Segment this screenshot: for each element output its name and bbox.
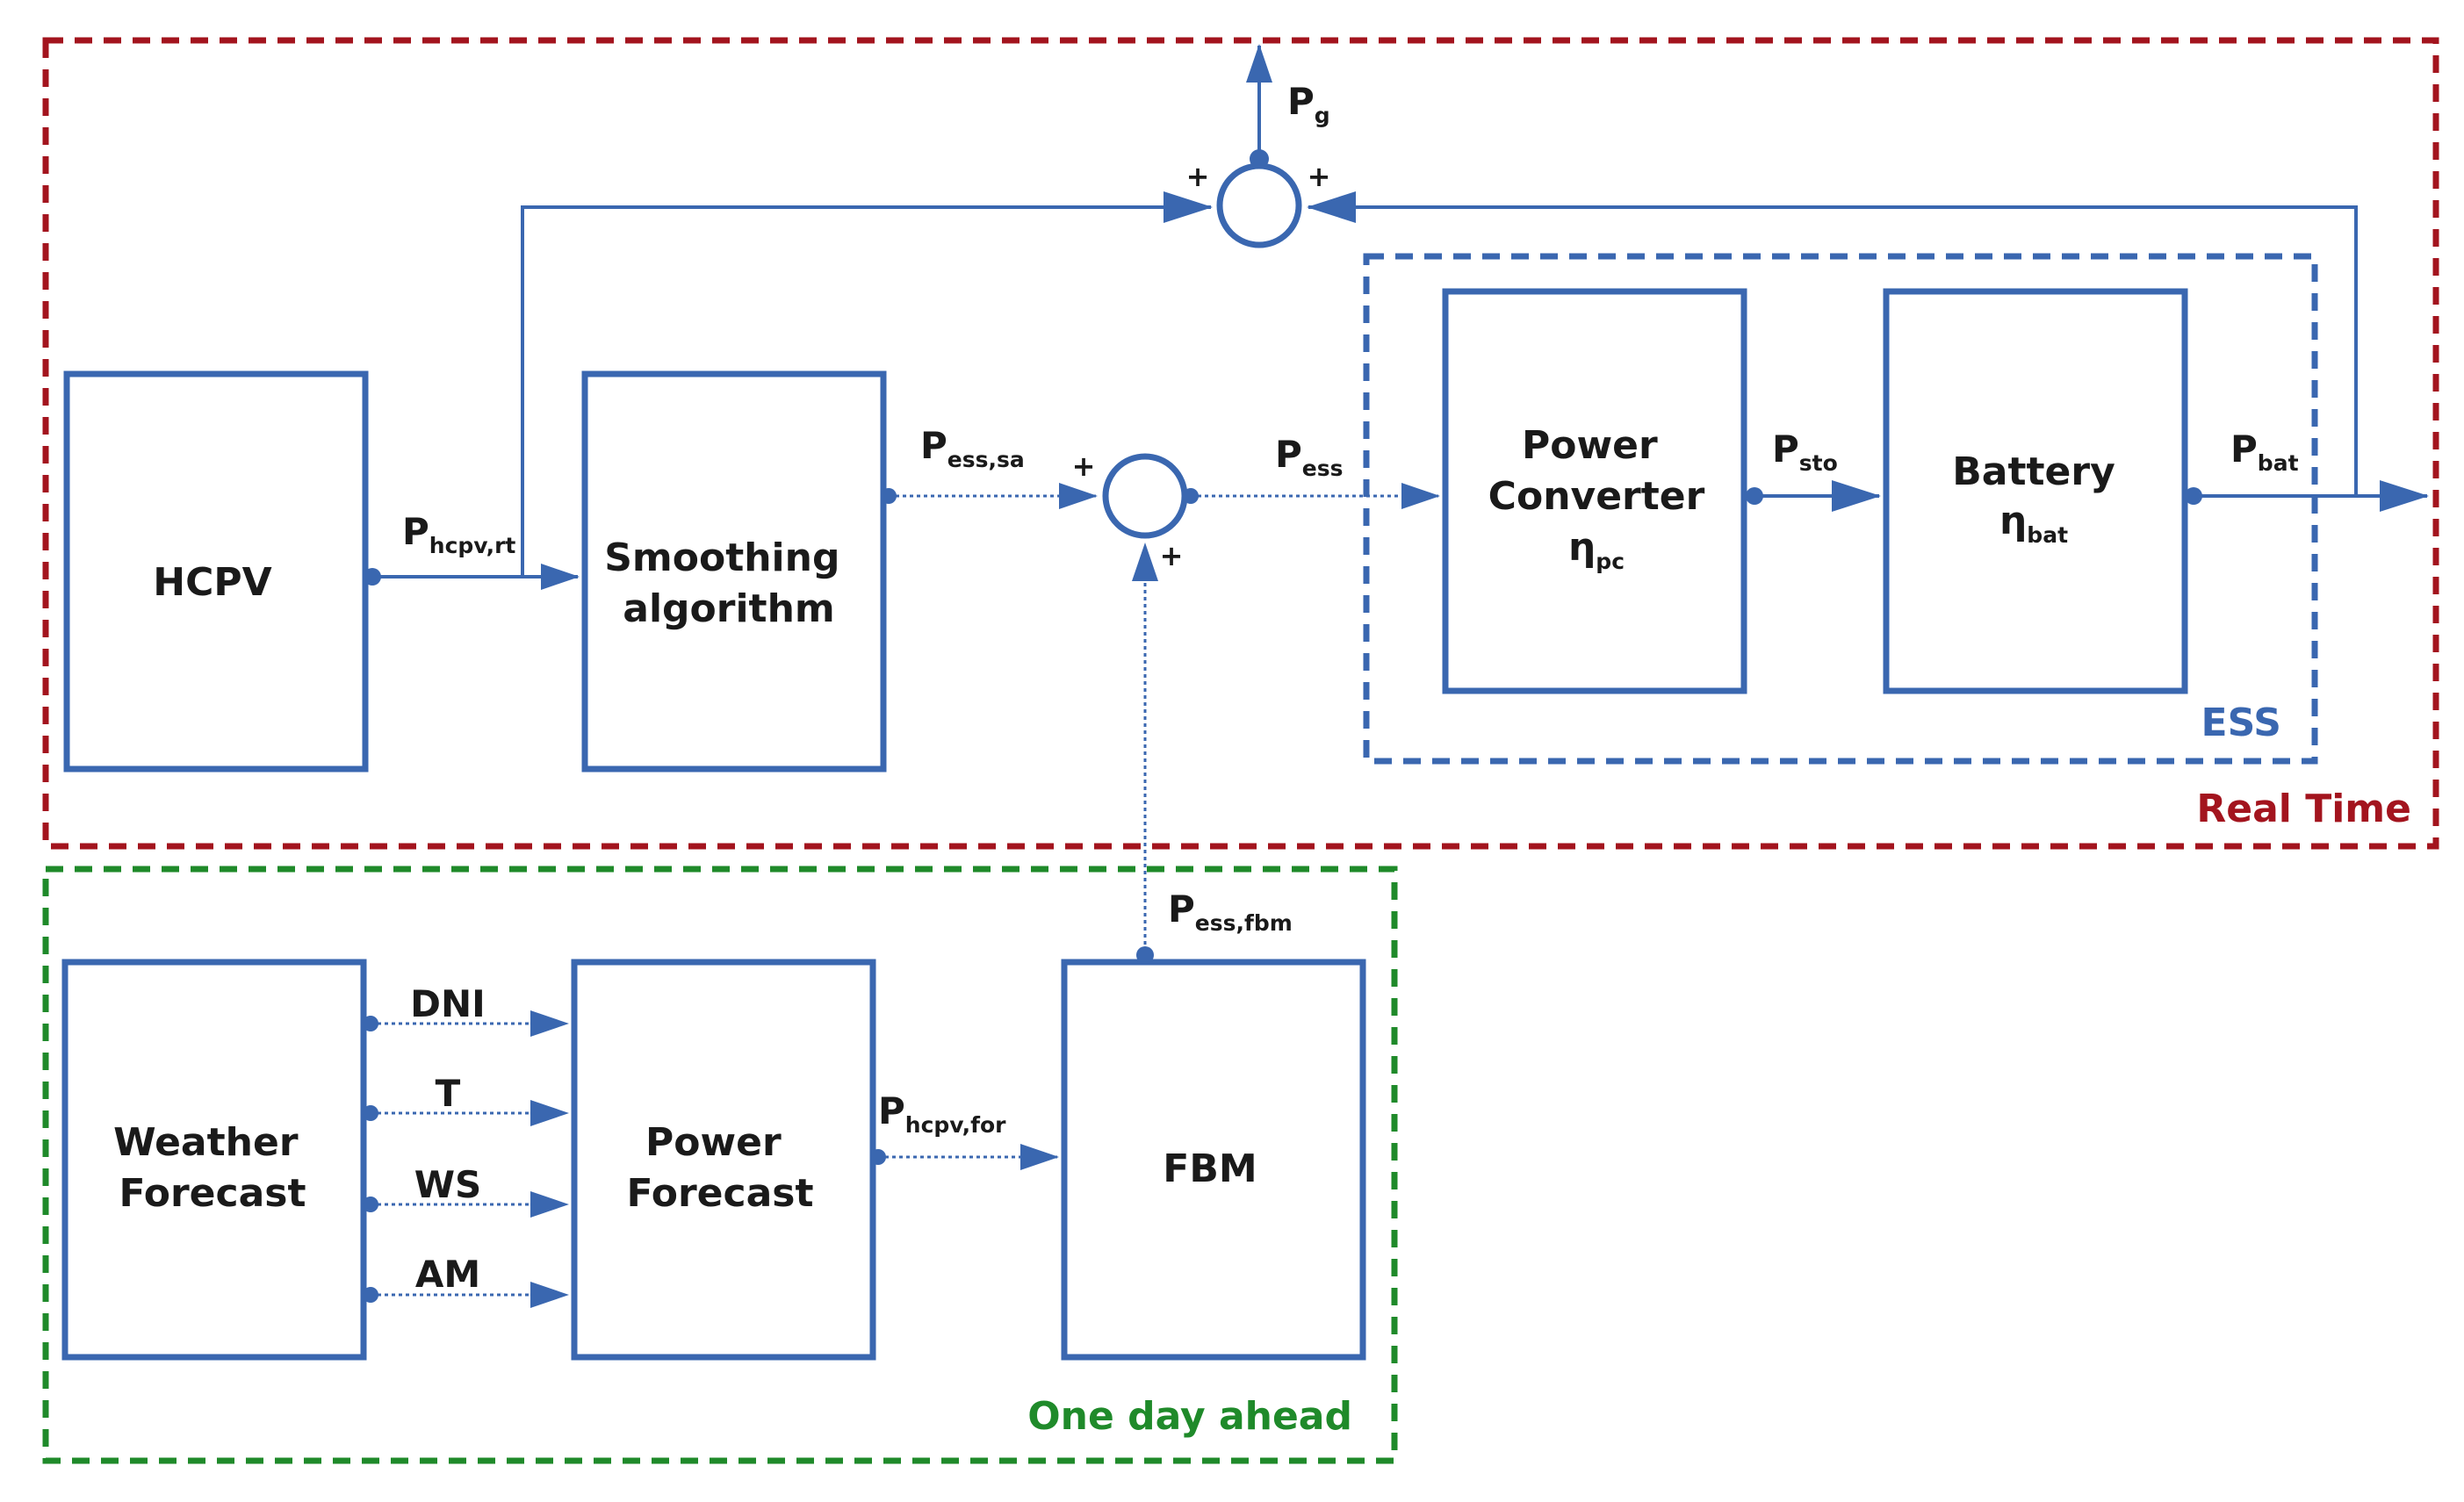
p-subscript: ess: [1302, 456, 1344, 481]
p-hcpv-for-label: Phcpv,for: [878, 1089, 1006, 1138]
p-bat-label: Pbat: [2230, 428, 2299, 476]
p-symbol: P: [1772, 428, 1799, 471]
p-subscript: ess,sa: [947, 447, 1025, 472]
am-label: AM: [415, 1253, 480, 1296]
plus-sign-middle-bottom: +: [1160, 539, 1184, 572]
connection-point: [363, 1197, 378, 1212]
one-day-ahead-label: One day ahead: [1027, 1394, 1352, 1439]
p-subscript: hcpv,for: [905, 1112, 1006, 1138]
connection-point: [1746, 487, 1763, 505]
battery-feedback-line: [1307, 191, 2358, 496]
connection-point: [364, 568, 381, 586]
connection-point: [363, 1016, 378, 1031]
p-g-label: Pg: [1287, 80, 1330, 128]
battery-label: Battery: [1952, 449, 2115, 494]
p-subscript: ess,fbm: [1195, 910, 1293, 936]
real-time-label: Real Time: [2196, 787, 2411, 831]
power-forecast-block: [571, 959, 876, 1361]
plus-sign-top-left: +: [1186, 160, 1210, 193]
p-symbol: P: [878, 1089, 905, 1132]
p-subscript: sto: [1799, 450, 1838, 476]
ess-region: [1363, 253, 2318, 765]
battery-efficiency: ηbat: [1999, 499, 2068, 548]
p-subscript: hcpv,rt: [429, 533, 516, 558]
p-symbol: P: [1168, 888, 1195, 931]
p-hcpv-rt-label: Phcpv,rt: [402, 510, 515, 558]
fbm-block: [1061, 959, 1366, 1361]
plus-sign-middle-left: +: [1072, 449, 1096, 483]
smoothing-label: Smoothing algorithm: [604, 535, 854, 631]
battery-block: [1883, 288, 2188, 694]
hcpv-to-top-junction-line: [521, 191, 1213, 577]
eta-symbol: η: [1568, 525, 1596, 570]
converter-efficiency: ηpc: [1568, 525, 1625, 574]
t-label: T: [436, 1072, 461, 1115]
converter-label: Power Converter: [1488, 423, 1705, 519]
converter-line-1: Power: [1522, 423, 1658, 468]
power-forecast-line-1: Power: [645, 1120, 782, 1165]
hcpv-block: [63, 370, 369, 773]
ws-label: WS: [414, 1163, 482, 1206]
connection-point: [363, 1287, 378, 1303]
dni-label: DNI: [410, 982, 486, 1025]
weather-label: Weather Forecast: [113, 1120, 312, 1216]
p-symbol: P: [920, 424, 947, 467]
converter-line-2: Converter: [1488, 474, 1705, 519]
one-day-ahead-region: [42, 866, 1398, 1464]
p-subscript: g: [1315, 103, 1330, 128]
plus-sign-top-right: +: [1308, 160, 1331, 193]
eta-subscript-pc: pc: [1596, 549, 1625, 574]
connection-point: [2185, 487, 2202, 505]
p-symbol: P: [1275, 433, 1302, 476]
connection-point: [870, 1149, 886, 1165]
p-symbol: P: [402, 510, 429, 553]
p-symbol: P: [2230, 428, 2258, 471]
p-subscript: bat: [2258, 450, 2299, 476]
fbm-label: FBM: [1163, 1146, 1257, 1191]
p-ess-fbm-label: Pess,fbm: [1168, 888, 1293, 936]
power-forecast-label: Power Forecast: [626, 1120, 813, 1216]
smoothing-line-2: algorithm: [623, 586, 834, 631]
top-summing-junction: [1216, 162, 1302, 248]
eta-symbol: η: [1999, 499, 2027, 543]
ess-label: ESS: [2201, 701, 2281, 745]
weather-line-1: Weather: [113, 1120, 299, 1165]
smoothing-line-1: Smoothing: [604, 535, 839, 580]
power-converter-block: [1442, 288, 1747, 694]
p-ess-label: Pess: [1275, 433, 1344, 481]
connection-point: [1136, 946, 1154, 964]
connection-point: [881, 488, 897, 504]
p-sto-label: Psto: [1772, 428, 1838, 476]
power-forecast-line-2: Forecast: [626, 1171, 813, 1216]
connection-point: [1250, 149, 1269, 169]
hcpv-label: HCPV: [153, 560, 271, 605]
connection-point: [1183, 488, 1199, 504]
p-symbol: P: [1287, 80, 1315, 123]
connection-point: [363, 1105, 378, 1121]
eta-subscript-bat: bat: [2027, 522, 2068, 548]
real-time-region: [42, 37, 2439, 850]
smoothing-algorithm-block: [581, 370, 887, 773]
weather-line-2: Forecast: [119, 1171, 306, 1216]
p-ess-sa-label: Pess,sa: [920, 424, 1025, 472]
middle-summing-junction: [1102, 453, 1188, 539]
weather-forecast-block: [61, 959, 367, 1361]
